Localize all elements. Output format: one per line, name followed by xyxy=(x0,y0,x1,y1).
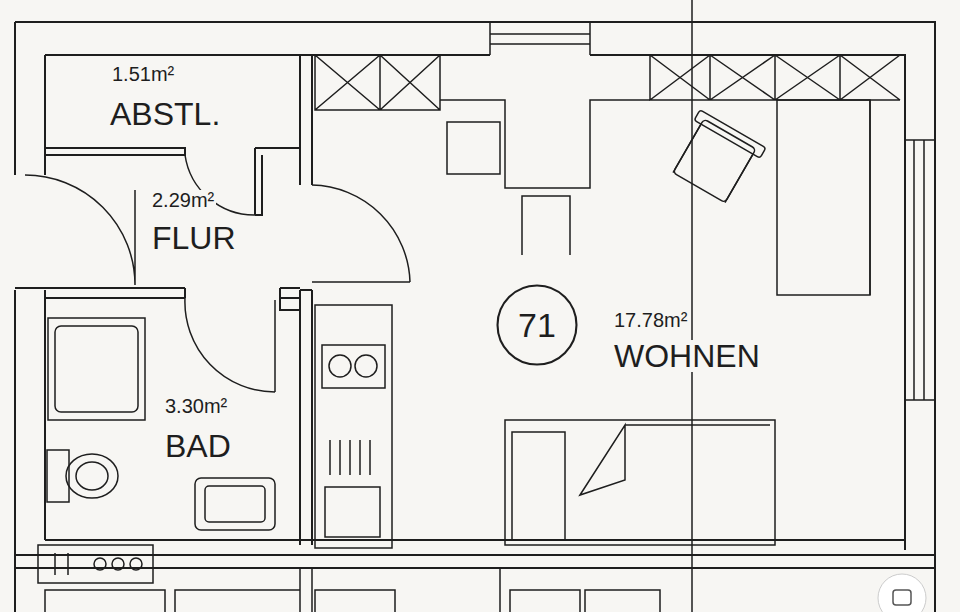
armchair-back xyxy=(694,110,766,158)
overlay-icon xyxy=(893,590,911,605)
cupboard xyxy=(315,55,440,110)
door-swing xyxy=(312,185,410,282)
heater xyxy=(38,545,153,583)
door-swing xyxy=(185,298,275,392)
neighbour-unit xyxy=(45,568,660,612)
toilet-seat xyxy=(76,462,108,490)
stove xyxy=(322,345,385,388)
sofa-blanket xyxy=(580,425,770,495)
room-label: 3.30m² BAD xyxy=(50,302,295,534)
shower-tray xyxy=(48,318,145,420)
partition-wall xyxy=(300,55,312,545)
room-area: 3.30m² xyxy=(163,396,229,416)
armchair-arm xyxy=(673,124,753,202)
partition-wall xyxy=(15,288,300,310)
washbasin xyxy=(195,478,275,530)
window xyxy=(490,22,590,55)
bed-edge xyxy=(869,100,871,295)
window xyxy=(905,140,935,400)
room-area: 1.51m² xyxy=(110,64,176,84)
sofa xyxy=(505,420,775,545)
room-label: 2.29m² FLUR xyxy=(50,160,295,284)
room-name: ABSTL. xyxy=(108,98,222,130)
room-area: 2.29m² xyxy=(150,190,216,210)
heater-valve xyxy=(94,558,106,570)
callout-ring xyxy=(498,286,577,365)
callout-number: 71 xyxy=(516,308,558,342)
room-name: BAD xyxy=(163,430,233,462)
door-swing xyxy=(25,175,135,285)
callout-circle: 71 xyxy=(495,283,579,367)
heater-detail xyxy=(55,553,68,575)
drainer xyxy=(330,440,370,475)
shower-basin xyxy=(55,326,138,412)
room-name: WOHNEN xyxy=(612,340,762,372)
toilet-bowl xyxy=(66,454,118,498)
kitchen-counter xyxy=(315,305,392,548)
sofa-arm xyxy=(512,432,565,540)
room-area: 17.78m² xyxy=(612,310,689,330)
bed xyxy=(777,100,870,295)
partition-wall xyxy=(45,148,300,215)
desk xyxy=(447,122,500,174)
hotplate xyxy=(355,355,377,377)
room-name: FLUR xyxy=(150,222,238,254)
armchair xyxy=(666,110,766,207)
hotplate xyxy=(329,355,351,377)
room-label: 17.78m² WOHNEN 71 xyxy=(400,262,800,402)
sink xyxy=(325,487,380,537)
heater-valve xyxy=(130,558,142,570)
chair xyxy=(522,196,570,255)
outer-wall xyxy=(15,22,935,612)
room-label: 1.51m² ABSTL. xyxy=(50,60,290,144)
grid-axis xyxy=(691,0,693,612)
heater-valve xyxy=(112,558,124,570)
cupboard xyxy=(650,55,900,100)
overlay-button xyxy=(878,574,926,612)
inner-wall xyxy=(45,55,905,550)
washbasin-bowl xyxy=(205,486,265,522)
shelf-unit xyxy=(440,100,650,188)
